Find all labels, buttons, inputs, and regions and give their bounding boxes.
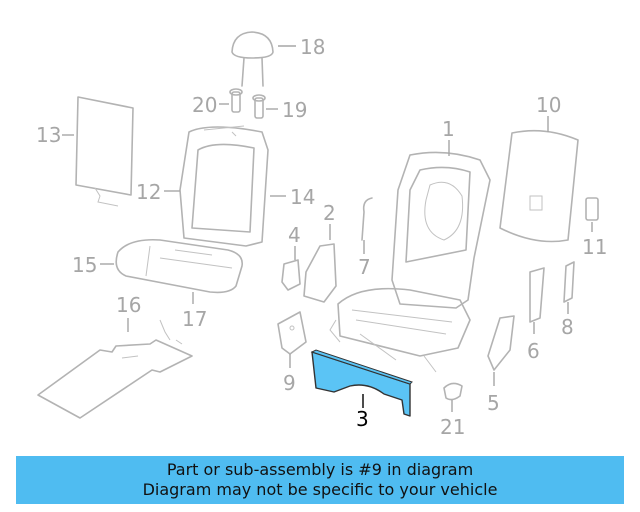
callout-7: 7 [358,255,371,279]
callout-6: 6 [527,339,540,363]
banner-line-2: Diagram may not be specific to your vehi… [142,480,498,499]
callout-16: 16 [116,293,141,317]
part-knob-21 [443,382,463,401]
callout-14: 14 [290,185,315,209]
part-back-panel-right [499,129,579,243]
callout-8: 8 [561,315,574,339]
callout-18: 18 [300,35,325,59]
part-bracket-4 [281,259,301,291]
callout-12: 12 [136,180,161,204]
callout-15: 15 [72,253,97,277]
part-bracket-2 [303,243,337,303]
callout-13: 13 [36,123,61,147]
callout-5: 9 [283,371,296,395]
part-clip-11 [585,197,599,221]
callout-19: 19 [282,98,307,122]
callout-20: 20 [192,93,217,117]
part-seat-back-frame [179,125,269,247]
part-headrest-guides [229,88,266,119]
part-seat-cushion [115,238,244,294]
callout-1: 1 [442,117,455,141]
part-hook-7 [361,197,373,241]
info-banner: Part or sub-assembly is #9 in diagram Di… [16,456,624,504]
part-back-panel-left [75,96,134,207]
part-bracket-5 [277,311,307,355]
callout-2: 2 [323,201,336,225]
callout-10: 10 [536,93,561,117]
part-floor-mat [37,319,193,419]
part-headrest [231,31,274,87]
part-trim-6 [529,267,545,323]
seat-parts-diagram: 18 20 19 13 12 14 15 17 16 [36,31,607,439]
part-9-highlighted[interactable] [310,349,413,417]
callout-17: 17 [182,307,207,331]
callout-21: 21 [440,415,465,439]
callout-3: 5 [487,391,500,415]
banner-line-1: Part or sub-assembly is #9 in diagram [166,460,474,479]
callout-11: 11 [582,235,607,259]
callout-9: 3 [356,407,369,431]
callout-4: 4 [288,223,301,247]
part-main-seat-frame [329,151,491,373]
part-cover-3 [487,315,515,371]
part-trim-8 [563,261,575,303]
